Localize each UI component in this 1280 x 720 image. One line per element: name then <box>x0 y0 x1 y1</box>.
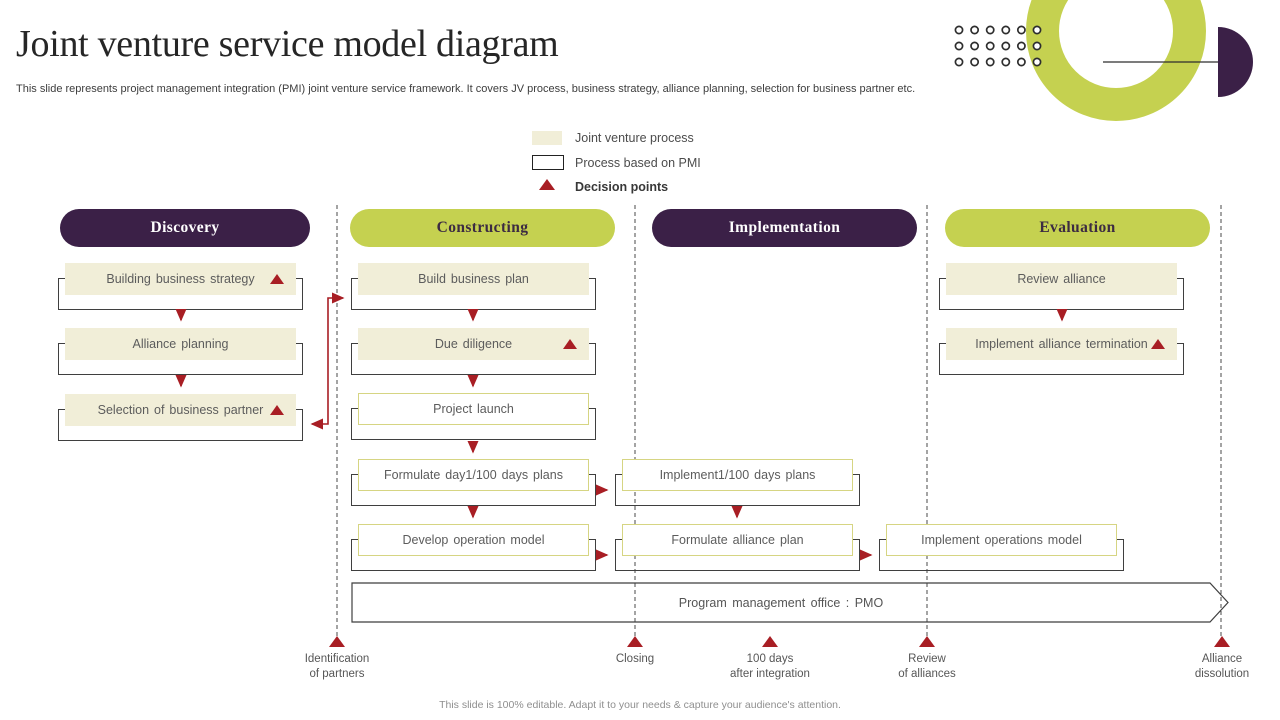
process-box: Build business plan <box>351 263 596 310</box>
process-box: Review alliance <box>939 263 1184 310</box>
pmo-band-label: Program management office : PMO <box>678 595 884 610</box>
milestone-label: Closing <box>615 653 655 665</box>
footer-note: This slide is 100% editable. Adapt it to… <box>439 699 841 711</box>
process-box: Building business strategy <box>58 263 303 310</box>
milestone-decision-icon <box>329 636 345 647</box>
half-circle-shape <box>1218 27 1253 97</box>
process-box: Project launch <box>351 393 596 440</box>
process-box: Formulate alliance plan <box>615 524 860 571</box>
stage-header-implementation: Implementation <box>652 209 917 247</box>
legend-item-label: Decision points <box>575 180 669 194</box>
legend-pmi-swatch <box>532 155 564 170</box>
process-label: Build business plan <box>418 272 529 286</box>
process-label: Due diligence <box>434 337 513 351</box>
process-box: Implement operations model <box>879 524 1124 571</box>
process-box: Selection of business partner <box>58 394 303 441</box>
process-box: Implement alliance termination <box>939 328 1184 375</box>
process-label: Implement operations model <box>921 533 1082 547</box>
process-label: Project launch <box>433 402 514 416</box>
process-box: Develop operation model <box>351 524 596 571</box>
legend-decision-icon <box>539 179 555 190</box>
stage-header-discovery: Discovery <box>60 209 310 247</box>
milestone-decision-icon <box>762 636 778 647</box>
process-label: Develop operation model <box>402 533 545 547</box>
process-box: Formulate day1/100 days plans <box>351 459 596 506</box>
process-label: Implement alliance termination <box>975 337 1148 351</box>
milestone-decision-icon <box>1214 636 1230 647</box>
process-label: Building business strategy <box>106 272 255 286</box>
page-subtitle: This slide represents project management… <box>16 83 916 95</box>
stage-header-evaluation: Evaluation <box>945 209 1210 247</box>
dots-pattern <box>954 25 1042 67</box>
process-box: Alliance planning <box>58 328 303 375</box>
process-label: Alliance planning <box>132 337 229 351</box>
ring-shape <box>1026 0 1206 121</box>
milestone-decision-icon <box>919 636 935 647</box>
decision-point-icon <box>270 405 284 415</box>
process-label: Implement1/100 days plans <box>659 468 816 482</box>
page-title: Joint venture service model diagram <box>16 23 559 65</box>
process-label: Review alliance <box>1017 272 1106 286</box>
process-label: Formulate alliance plan <box>671 533 804 547</box>
decision-point-icon <box>563 339 577 349</box>
legend-item-label: Joint venture process <box>575 131 694 145</box>
stage-header-constructing: Constructing <box>350 209 615 247</box>
pmo-band-shape <box>351 582 1229 623</box>
legend-process-swatch <box>532 131 562 145</box>
legend-item-label: Process based on PMI <box>575 156 701 170</box>
decorative-graphic <box>954 0 1253 121</box>
decision-point-icon <box>1151 339 1165 349</box>
decision-point-icon <box>270 274 284 284</box>
process-box: Due diligence <box>351 328 596 375</box>
process-label: Formulate day1/100 days plans <box>384 468 563 482</box>
process-box: Implement1/100 days plans <box>615 459 860 506</box>
milestone-decision-icon <box>627 636 643 647</box>
process-label: Selection of business partner <box>97 403 264 417</box>
